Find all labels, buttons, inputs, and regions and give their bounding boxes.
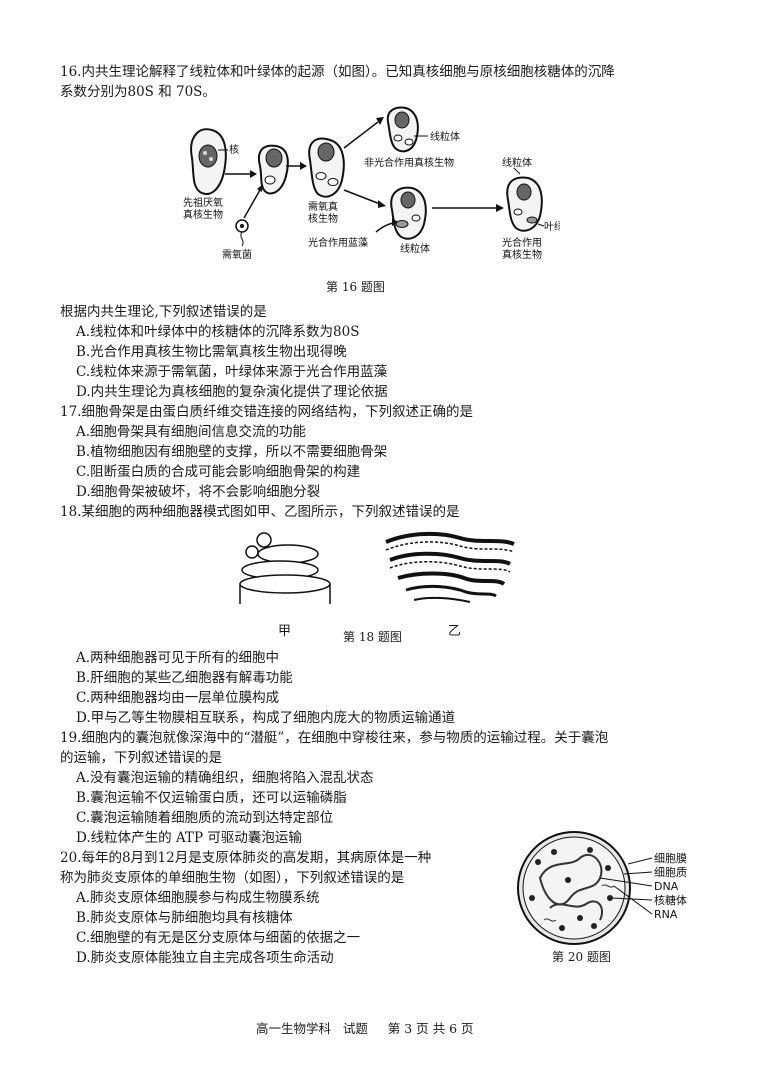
engulfing-cell (258, 144, 289, 195)
q17-option-c: C.阻断蛋白质的合成可能会影响细胞骨架的构建 (76, 464, 361, 480)
label-ribosome: 核糖体 (654, 893, 687, 907)
q20-option-d: D.肺炎支原体能独立自主完成各项生命活动 (76, 950, 334, 966)
label-aerobic-1: 需氧真 (308, 200, 338, 213)
nonphotosynthetic-cell (386, 106, 419, 153)
q19-stem-line2: 的运输，下列叙述错误的是 (60, 750, 222, 766)
q16-question: 根据内共生理论,下列叙述错误的是 (60, 304, 267, 320)
q18-figure-caption: 第 18 题图 (343, 630, 402, 644)
q18-option-c: C.两种细胞器均由一层单位膜构成 (76, 690, 280, 706)
label-cytoplasm: 细胞质 (654, 866, 687, 879)
label-chloro: 叶绿体 (544, 220, 560, 233)
q16-stem-line1: 16.内共生理论解释了线粒体和叶绿体的起源（如图）。已知真核细胞与原核细胞核糖体… (60, 64, 615, 80)
label-nonphoto: 非光合作用真核生物 (364, 156, 454, 169)
label-photo-1: 光合作用 (502, 236, 542, 249)
q17-option-b: B.植物细胞因有细胞壁的支撑，所以不需要细胞骨架 (76, 444, 388, 460)
q16-figure-endosymbiosis: 核 先祖厌氧 真核生物 需氧菌 需氧真 核生物 线粒体 非光合作用真核生物 (183, 106, 560, 261)
label-cell-membrane: 细胞膜 (654, 852, 687, 865)
q20-stem-line2: 称为肺炎支原体的单细胞生物（如图），下列叙述错误的是 (60, 870, 405, 886)
label-aerobic-2: 核生物 (308, 212, 338, 225)
q17-stem: 17.细胞骨架是由蛋白质纤维交错连接的网络结构，下列叙述正确的是 (60, 404, 473, 420)
label-ancestor-2: 真核生物 (183, 208, 223, 221)
q18-option-a: A.两种细胞器可见于所有的细胞中 (76, 650, 280, 666)
q19-option-c: C.囊泡运输随着细胞质的流动到达特定部位 (76, 810, 334, 826)
q20-option-a: A.肺炎支原体细胞膜参与构成生物膜系统 (76, 890, 320, 906)
q19-option-b: B.囊泡运输不仅运输蛋白质，还可以运输磷脂 (76, 790, 347, 806)
q16-option-a: A.线粒体和叶绿体中的核糖体的沉降系数为80S (76, 324, 360, 340)
q19-option-d: D.线粒体产生的 ATP 可驱动囊泡运输 (76, 830, 302, 846)
label-aerobe: 需氧菌 (222, 248, 252, 261)
label-mito-right: 线粒体 (502, 156, 532, 169)
q20-option-b: B.肺炎支原体与肺细胞均具有核糖体 (76, 910, 293, 926)
label-photo-2: 真核生物 (502, 248, 542, 261)
q18-label-b: 乙 (448, 624, 462, 639)
photosynthetic-intermediate-cell (390, 186, 427, 240)
label-cyano: 光合作用蓝藻 (308, 236, 368, 249)
ancestor-cell (190, 128, 227, 195)
q16-stem-line2: 系数分别为80S 和 70S。 (60, 84, 216, 100)
q20-figure-mycoplasma: 细胞膜 细胞质 DNA 核糖体 RNA (517, 831, 687, 945)
label-mito-mid: 线粒体 (400, 242, 430, 255)
label-dna: DNA (654, 880, 679, 893)
q18-option-b: B.肝细胞的某些乙细胞器有解毒功能 (76, 670, 293, 686)
label-mito-top: 线粒体 (430, 130, 460, 143)
q17-option-a: A.细胞骨架具有细胞间信息交流的功能 (76, 424, 307, 440)
q16-option-c: C.线粒体来源于需氧菌，叶绿体来源于光合作用蓝藻 (76, 364, 388, 380)
q17-option-d: D.细胞骨架被破坏，将不会影响细胞分裂 (76, 484, 321, 500)
aerobic-eukaryote-cell (308, 137, 345, 198)
q20-figure-caption: 第 20 题图 (552, 950, 611, 964)
q19-stem-line1: 19.细胞内的囊泡就像深海中的“潜艇”，在细胞中穿梭往来，参与物质的运输过程。关… (60, 730, 609, 746)
q18-label-a: 甲 (278, 624, 292, 639)
page-footer: 高一生物学科 试题 第 3 页 共 6 页 (256, 1021, 474, 1036)
q19-option-a: A.没有囊泡运输的精确组织，细胞将陷入混乱状态 (76, 770, 374, 786)
label-rna: RNA (654, 908, 678, 921)
q18-figure-er (385, 531, 515, 603)
photosynthetic-eukaryote-cell (506, 176, 543, 232)
label-ancestor-1: 先祖厌氧 (183, 196, 223, 209)
q20-option-c: C.细胞壁的有无是区分支原体与细菌的依据之一 (76, 930, 361, 946)
q16-option-b: B.光合作用真核生物比需氧真核生物出现得晚 (76, 344, 347, 360)
label-nucleus: 核 (229, 143, 239, 156)
q16-option-d: D.内共生理论为真核细胞的复杂演化提供了理论依据 (76, 384, 388, 400)
q16-figure-caption: 第 16 题图 (326, 280, 385, 294)
q18-option-d: D.甲与乙等生物膜相互联系，构成了细胞内庞大的物质运输通道 (76, 710, 456, 726)
q18-figure-golgi (239, 532, 331, 604)
aerobe-bacterium (235, 219, 249, 247)
q20-stem-line1: 20.每年的8月到12月是支原体肺炎的高发期，其病原体是一种 (60, 850, 432, 866)
q18-stem: 18.某细胞的两种细胞器模式图如甲、乙图所示，下列叙述错误的是 (60, 504, 460, 520)
